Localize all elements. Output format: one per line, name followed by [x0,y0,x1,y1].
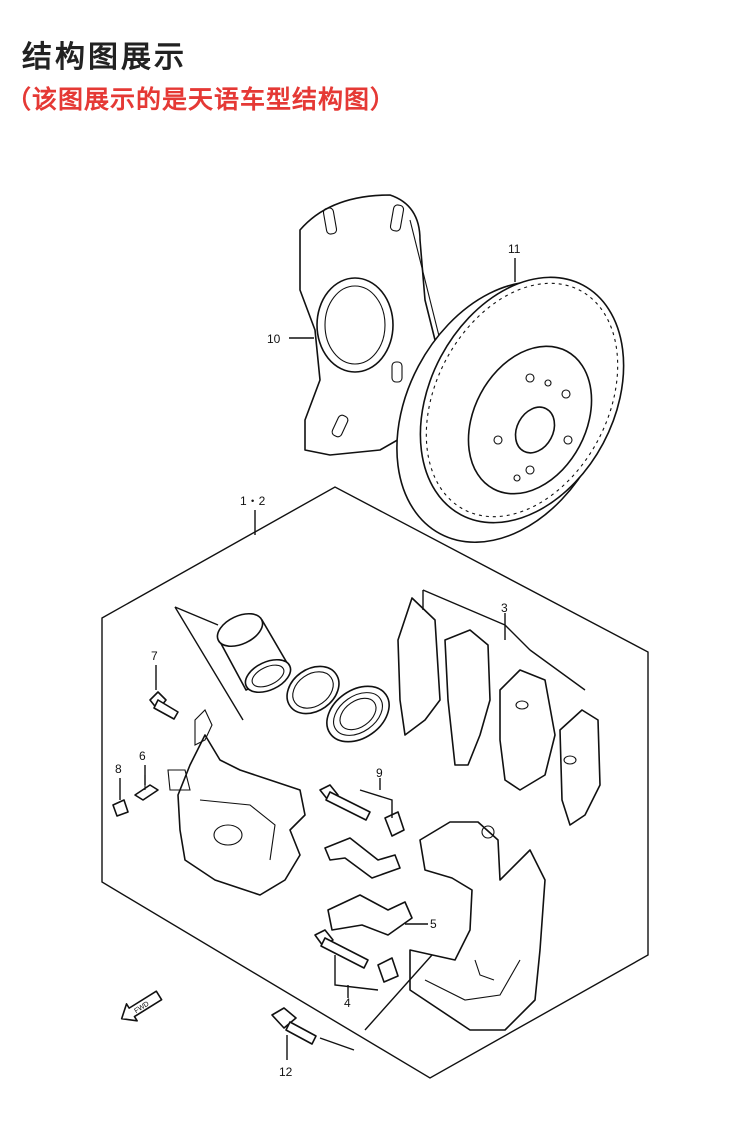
piston-seal [286,665,340,715]
caliper-bracket [409,821,546,1031]
assembly-outline [101,486,649,1079]
page-subtitle: （该图展示的是天语车型结构图） [6,85,397,114]
brake-pad-set [397,597,601,826]
bracket-bolt [271,1007,317,1045]
brake-disc [396,276,625,544]
guide-pin-upper [319,784,405,837]
callout-7: 7 [151,649,158,663]
callout-10: 10 [267,332,281,346]
callout-11: 11 [508,242,521,256]
callout-3: 3 [501,601,508,615]
dust-boot [326,685,390,743]
bleeder-cap [112,799,129,817]
dust-shield [299,194,446,456]
guide-pin-lower [314,929,399,983]
pad-clip-upper [324,837,401,879]
forward-arrow-icon: FWD [120,990,163,1022]
pad-clip-lower [327,894,413,936]
bleeder-bolt [149,691,179,720]
callout-8: 8 [115,762,122,776]
page-title: 结构图展示 [22,40,187,75]
callout-12: 12 [279,1065,293,1079]
bleeder-screw [134,775,159,801]
callout-5: 5 [430,917,437,931]
callout-4: 4 [344,996,351,1010]
caliper-piston [216,612,292,694]
callout-6: 6 [139,749,146,763]
callout-1-2: 1・2 [240,494,266,508]
caliper-body [167,709,306,896]
callout-9: 9 [376,766,383,780]
